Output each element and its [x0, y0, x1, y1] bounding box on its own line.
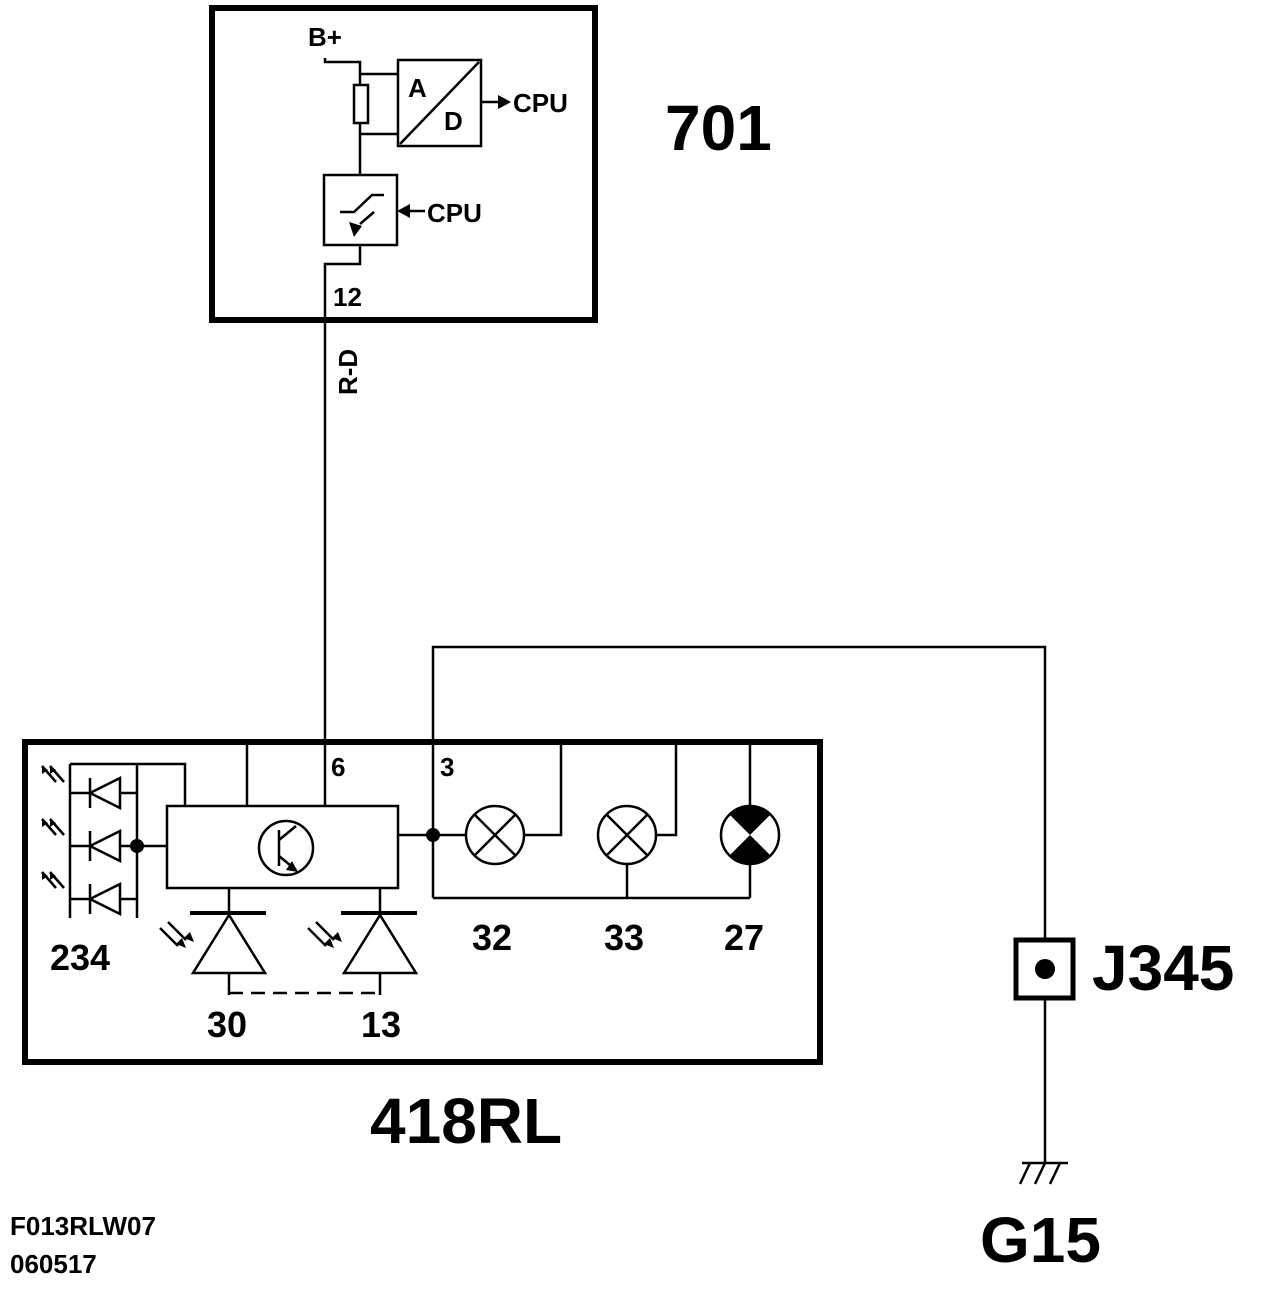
- module-418rl-box: [22, 739, 823, 1065]
- ecu-701-label: 701: [665, 92, 772, 164]
- led-group-label: 234: [50, 937, 110, 978]
- ground-g15-label: G15: [980, 1204, 1101, 1276]
- shunt-resistor: [352, 83, 370, 125]
- photodiode-30-label: 30: [207, 1004, 247, 1045]
- reference-code: F013RLW07: [10, 1211, 156, 1241]
- adc-d-label: D: [444, 106, 463, 136]
- wire-color-code: R-D: [333, 349, 363, 395]
- adc-a-label: A: [408, 73, 427, 103]
- reference-date: 060517: [10, 1249, 97, 1279]
- ecu-internal-circuit: B+ A D CPU CPU 12: [308, 22, 568, 320]
- lamp-27-label: 27: [724, 917, 764, 958]
- photodiode-13-label: 13: [361, 1004, 401, 1045]
- wire-ground-return: [431, 645, 1047, 940]
- lamp-32-label: 32: [472, 917, 512, 958]
- lamp-32: [433, 742, 563, 866]
- cpu-in-label: CPU: [427, 198, 482, 228]
- ground-g15-symbol: [1018, 1161, 1068, 1185]
- module-418rl-label: 418RL: [370, 1085, 562, 1157]
- cpu-out-arrow: [498, 95, 511, 109]
- ecu-pin-12: 12: [333, 282, 362, 312]
- cpu-out-label: CPU: [513, 88, 568, 118]
- supply-label: B+: [308, 22, 342, 52]
- module-pin-6: 6: [331, 752, 345, 782]
- photodiode-30: [159, 888, 268, 995]
- lamp-33-label: 33: [604, 917, 644, 958]
- led-group-234: [41, 762, 187, 918]
- junction-j345: [1013, 937, 1076, 1001]
- transistor-driver: [137, 742, 433, 890]
- lamp-27: [719, 742, 781, 898]
- cpu-in-arrow: [397, 204, 410, 218]
- lamp-33: [596, 742, 678, 898]
- ecu-701-box: [209, 5, 598, 323]
- junction-j345-label: J345: [1092, 932, 1234, 1004]
- photodiode-13: [307, 888, 419, 995]
- module-pin-3: 3: [440, 752, 454, 782]
- lamp-bus: [433, 740, 750, 900]
- driver-switch: [322, 173, 399, 247]
